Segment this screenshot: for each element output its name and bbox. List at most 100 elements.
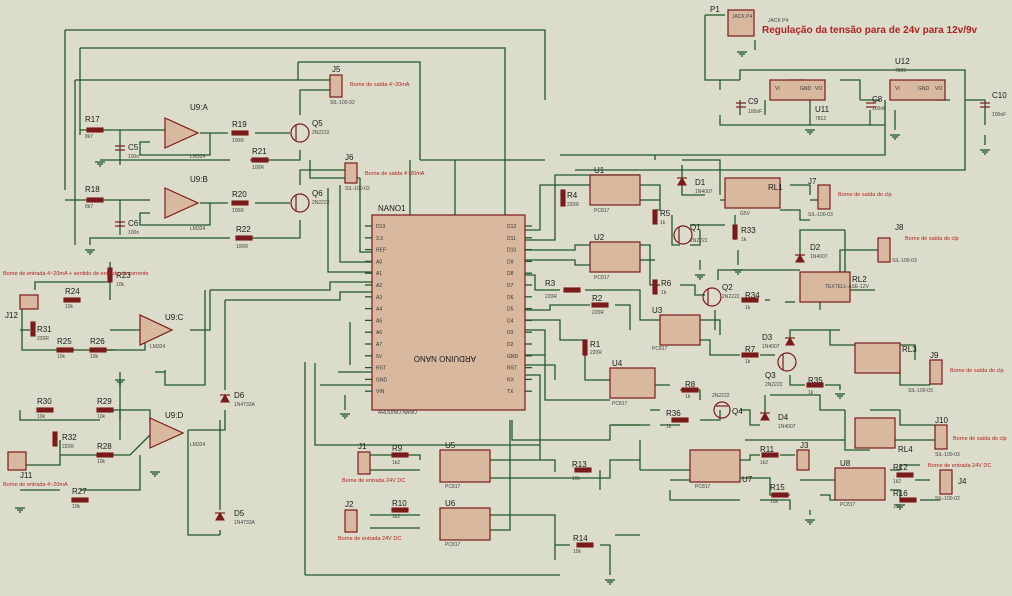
svg-text:R36: R36 bbox=[666, 409, 681, 418]
svg-text:U8: U8 bbox=[840, 459, 851, 468]
svg-text:10k: 10k bbox=[770, 499, 779, 505]
arduino-right-pin: D10 bbox=[507, 248, 516, 254]
svg-text:R10: R10 bbox=[392, 499, 407, 508]
arduino-right-pin: D12 bbox=[507, 224, 516, 230]
opto-u7: U7 PC817 bbox=[689, 449, 753, 490]
opto-u3: U3 PC817 bbox=[652, 306, 701, 352]
connector-j9: J9 SIL-100-03 Borne de saída do clp bbox=[908, 351, 1004, 394]
svg-text:LM324: LM324 bbox=[190, 226, 206, 232]
svg-text:1k2: 1k2 bbox=[392, 460, 400, 466]
capacitor-c9: C9 100nF bbox=[736, 97, 762, 115]
svg-text:Borne de entrada 4~20mA: Borne de entrada 4~20mA bbox=[3, 482, 68, 488]
svg-text:R13: R13 bbox=[572, 460, 587, 469]
opto-u2: U2 PC817 bbox=[589, 233, 641, 281]
svg-text:C8: C8 bbox=[872, 95, 883, 104]
svg-text:GND: GND bbox=[800, 86, 812, 92]
svg-text:2N2222: 2N2222 bbox=[765, 382, 783, 388]
svg-text:C10: C10 bbox=[992, 91, 1007, 100]
svg-text:C6: C6 bbox=[128, 219, 139, 228]
svg-text:D6: D6 bbox=[234, 391, 245, 400]
svg-text:R34: R34 bbox=[745, 291, 760, 300]
arduino-left-pin: RST bbox=[376, 366, 386, 372]
svg-text:G5V: G5V bbox=[740, 211, 751, 217]
svg-text:D1: D1 bbox=[695, 178, 706, 187]
relay-rl2: RL2 TEXTELL-ASE-12V bbox=[799, 271, 870, 303]
svg-text:RL3: RL3 bbox=[902, 345, 917, 354]
arduino-right-pin: TX bbox=[507, 389, 514, 395]
arduino-right-pin: D9 bbox=[507, 259, 514, 265]
svg-text:P1: P1 bbox=[710, 5, 720, 14]
connector-j2: J2 Borne de entrada 24V DC bbox=[338, 500, 401, 542]
svg-text:100R: 100R bbox=[236, 244, 248, 250]
svg-text:J3: J3 bbox=[800, 441, 809, 450]
svg-text:R22: R22 bbox=[236, 225, 251, 234]
diode-d5: D5 1N4733A bbox=[215, 509, 256, 526]
opto-u5: U5 PC817 bbox=[439, 441, 491, 490]
svg-text:J2: J2 bbox=[345, 500, 354, 509]
svg-text:PC817: PC817 bbox=[652, 346, 668, 352]
svg-text:1k: 1k bbox=[685, 394, 691, 400]
svg-text:Borne de saída 4~20mA: Borne de saída 4~20mA bbox=[365, 171, 425, 177]
svg-text:10k: 10k bbox=[90, 354, 99, 360]
svg-text:Borne de entrada 4~20mA + sent: Borne de entrada 4~20mA + sentido de ent… bbox=[3, 271, 149, 277]
svg-text:GND: GND bbox=[918, 86, 930, 92]
svg-text:1k: 1k bbox=[741, 237, 747, 243]
svg-text:U2: U2 bbox=[594, 233, 605, 242]
svg-text:PC817: PC817 bbox=[840, 502, 856, 508]
schematic-title: Regulação da tensão para de 24v para 12v… bbox=[762, 25, 978, 36]
capacitor-c10: C10 100nF bbox=[980, 91, 1007, 118]
svg-text:R28: R28 bbox=[97, 442, 112, 451]
svg-text:1k: 1k bbox=[745, 359, 751, 365]
svg-text:8k7: 8k7 bbox=[85, 134, 93, 140]
opto-u8: U8 PC817 bbox=[834, 459, 886, 508]
svg-text:C5: C5 bbox=[128, 143, 139, 152]
svg-text:J8: J8 bbox=[895, 223, 904, 232]
connector-j5: J5 SIL-100-02 Borne de saída 4~20mA bbox=[329, 65, 410, 106]
connector-j7: J7 SIL-100-03 Borne de saída do clp bbox=[808, 177, 892, 218]
arduino-right-pin: D8 bbox=[507, 271, 514, 277]
relay-rl1: RL1 G5V bbox=[724, 177, 783, 217]
connector-j1: J1 Borne de entrada 24V DC bbox=[342, 442, 405, 484]
svg-text:R11: R11 bbox=[760, 445, 775, 454]
svg-text:D5: D5 bbox=[234, 509, 245, 518]
transistor-q5: Q5 2N2222 bbox=[290, 119, 330, 143]
svg-text:U9:A: U9:A bbox=[190, 103, 208, 112]
transistor-q3: Q3 2N2222 bbox=[765, 352, 797, 388]
capacitor-c6: C6 100n bbox=[115, 219, 139, 236]
svg-text:U3: U3 bbox=[652, 306, 663, 315]
svg-text:PC817: PC817 bbox=[594, 208, 610, 214]
svg-text:RL1: RL1 bbox=[768, 183, 783, 192]
svg-text:U6: U6 bbox=[445, 499, 456, 508]
opamp-u9d: U9:D LM324 bbox=[149, 411, 206, 477]
transistor-q2: Q2 2N2222 bbox=[702, 283, 740, 307]
svg-text:220R: 220R bbox=[592, 310, 604, 316]
arduino-left-pin: A4 bbox=[376, 307, 382, 313]
svg-text:1k: 1k bbox=[666, 424, 672, 430]
svg-text:J12: J12 bbox=[5, 311, 18, 320]
svg-text:10k: 10k bbox=[72, 504, 81, 510]
svg-text:SIL-100-02: SIL-100-02 bbox=[330, 100, 355, 106]
svg-text:Borne de entrada 24V DC: Borne de entrada 24V DC bbox=[342, 478, 405, 484]
svg-text:Q3: Q3 bbox=[765, 371, 776, 380]
svg-text:JACK P4: JACK P4 bbox=[732, 14, 753, 20]
svg-text:U12: U12 bbox=[895, 57, 910, 66]
svg-text:Borne de saída do clp: Borne de saída do clp bbox=[838, 192, 892, 198]
svg-text:R18: R18 bbox=[85, 185, 100, 194]
svg-text:U7: U7 bbox=[742, 475, 753, 484]
svg-text:R32: R32 bbox=[62, 433, 77, 442]
opamp-u9b: U9:B LM324 bbox=[164, 175, 208, 232]
svg-text:R8: R8 bbox=[685, 380, 696, 389]
resistor-r16: R1610k bbox=[893, 489, 917, 510]
svg-text:R7: R7 bbox=[745, 345, 756, 354]
svg-text:VO: VO bbox=[935, 86, 942, 92]
relay-rl4: RL4 bbox=[854, 417, 913, 454]
